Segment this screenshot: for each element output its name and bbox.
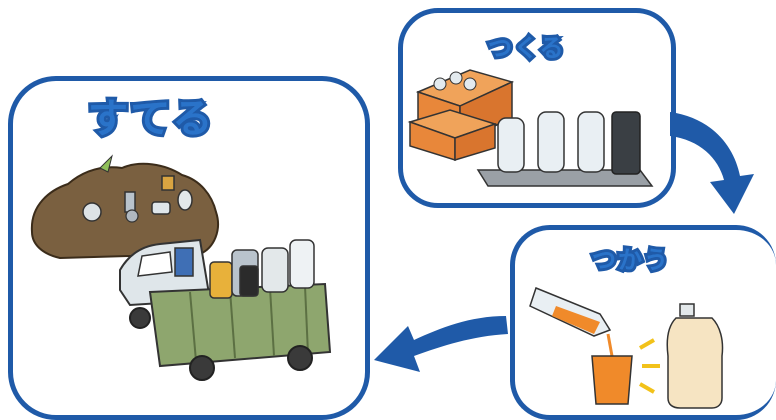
garbage-truck-icon <box>120 240 330 380</box>
large-bottle-icon <box>667 304 722 408</box>
cardboard-boxes-icon <box>410 70 512 160</box>
pouring-bottle-icon <box>530 288 612 356</box>
flow-arrow-icon <box>670 112 754 214</box>
conveyor-belt-icon <box>478 112 652 186</box>
title-tsukau: つかう <box>592 240 670 275</box>
juice-glass-icon <box>592 340 660 404</box>
title-tsukuru: つくる <box>488 28 566 63</box>
title-suteru: すてる <box>88 86 214 144</box>
flow-arrow-icon <box>374 316 508 372</box>
